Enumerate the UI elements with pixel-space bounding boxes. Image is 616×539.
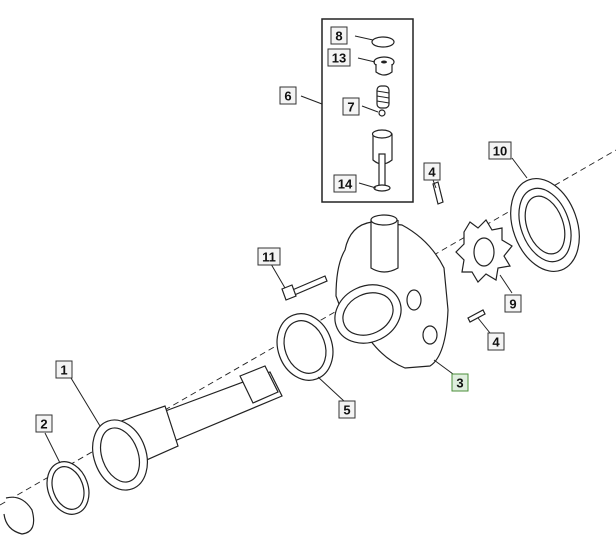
svg-text:4: 4 [428,165,436,180]
svg-text:4: 4 [492,335,500,350]
part-bolt-11 [281,275,328,301]
part-inner-gear-9 [455,219,513,283]
part-outer-ring-gear-10 [510,177,580,273]
svg-text:9: 9 [509,297,516,312]
svg-text:7: 7 [347,100,354,115]
callout-4-lower[interactable]: 4 [487,332,505,351]
callout-6[interactable]: 6 [279,86,297,105]
leader-1 [70,377,101,427]
svg-text:1: 1 [60,363,67,378]
callout-8[interactable]: 8 [330,26,348,45]
leader-9 [499,274,513,294]
part-shaft-1 [92,365,283,491]
leader-2 [44,432,61,464]
leader-14 [358,182,377,189]
callout-4-upper[interactable]: 4 [423,162,441,181]
part-ring-seal-5 [276,313,334,381]
svg-text:8: 8 [335,29,342,44]
part-ball-7 [378,109,386,117]
leader-8 [354,35,374,41]
callout-7[interactable]: 7 [342,97,360,116]
callout-5[interactable]: 5 [338,400,356,419]
part-pin-4-lower [467,309,486,323]
callout-3-highlighted[interactable]: 3 [451,373,469,392]
callout-1[interactable]: 1 [55,360,73,379]
part-snap-ring-lower [3,496,35,535]
callout-13[interactable]: 13 [327,48,351,67]
leader-11 [270,263,286,289]
callout-10[interactable]: 10 [488,141,512,160]
leader-7 [361,105,379,113]
part-sleeve [371,129,393,165]
svg-text:13: 13 [332,51,346,66]
callout-2[interactable]: 2 [35,414,53,433]
leader-6 [300,95,323,105]
leader-4a [432,179,437,189]
svg-text:14: 14 [338,177,353,192]
svg-text:5: 5 [343,403,350,418]
leader-13 [357,57,376,63]
valve-detail-box [321,18,414,203]
leader-10 [511,157,528,179]
part-spring [376,85,390,109]
leader-5 [317,376,346,403]
part-pump-housing-3 [334,214,449,369]
callout-9[interactable]: 9 [504,294,522,313]
leader-4b [477,317,491,334]
part-plug-13 [373,56,395,76]
callout-14[interactable]: 14 [333,174,357,193]
part-valve-pin-14 [373,153,391,192]
svg-text:11: 11 [262,250,276,265]
callout-11[interactable]: 11 [257,247,281,266]
svg-text:2: 2 [40,417,47,432]
part-snap-ring-8 [371,36,395,48]
leader-3 [433,359,454,375]
svg-text:10: 10 [493,144,507,159]
part-ring-2 [46,461,90,515]
svg-text:3: 3 [456,376,463,391]
svg-text:6: 6 [284,89,291,104]
